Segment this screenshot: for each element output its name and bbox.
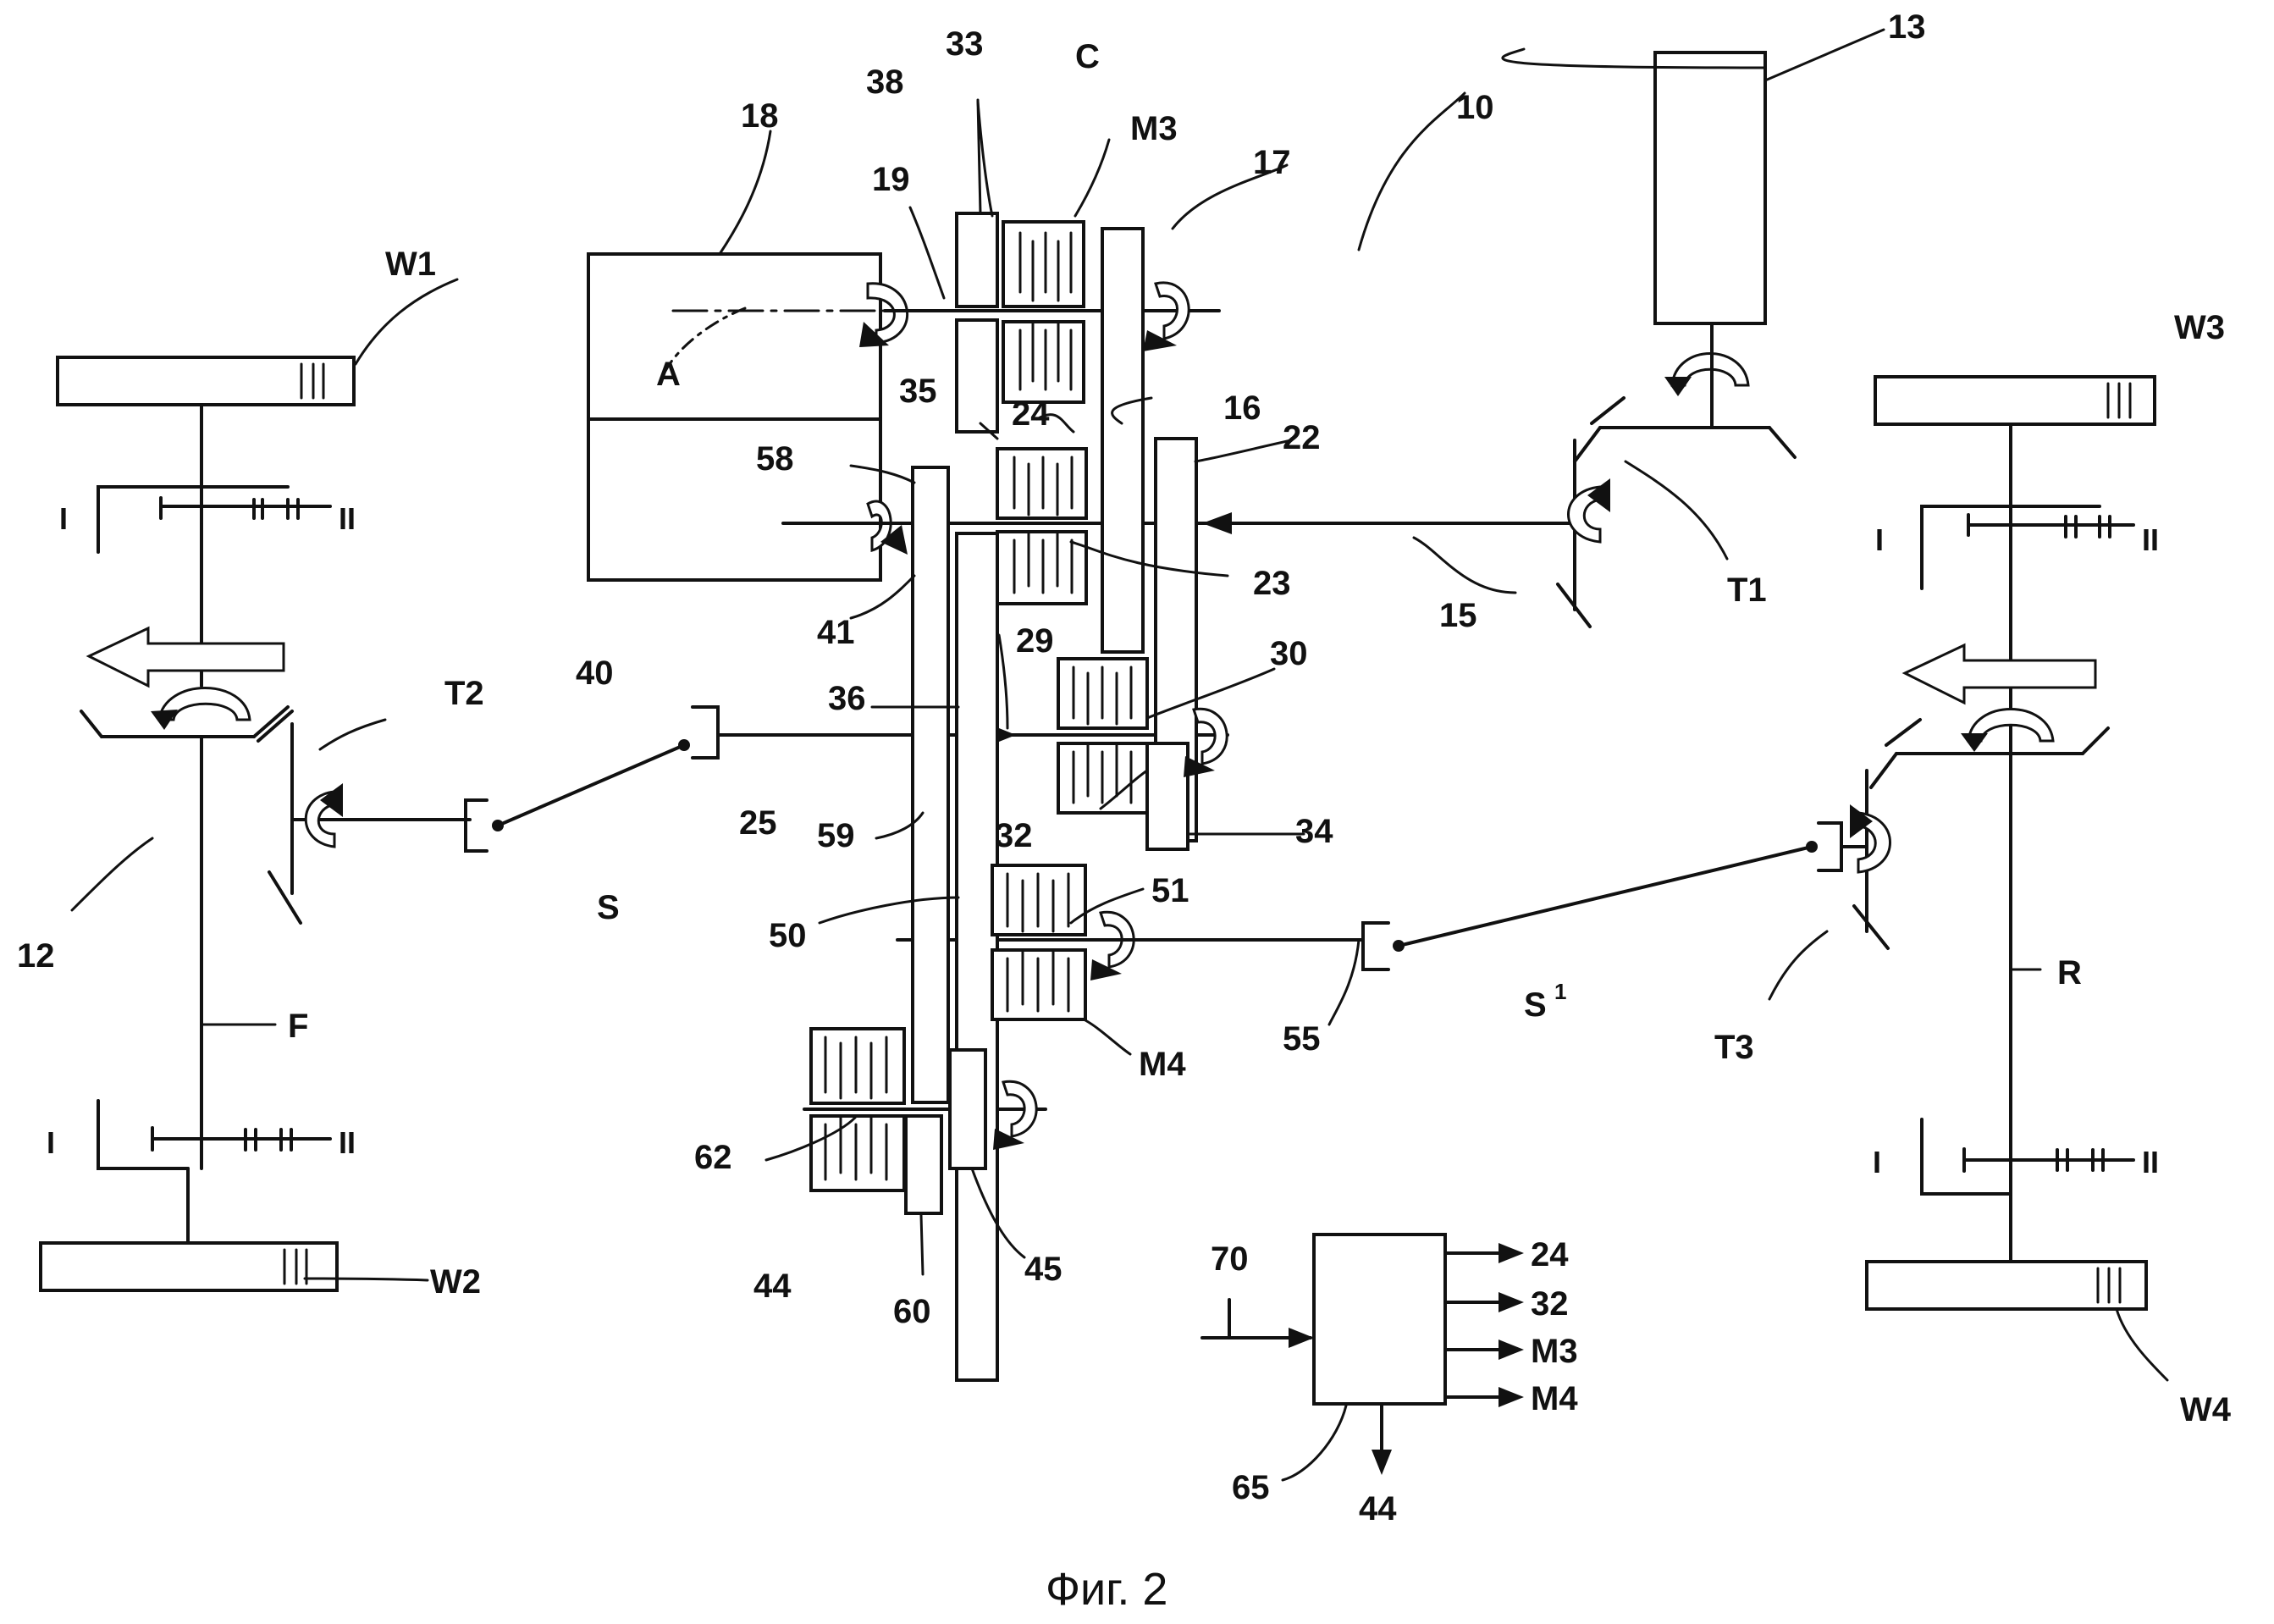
- gear-60: [904, 1114, 943, 1215]
- label-65: 65: [1232, 1469, 1270, 1506]
- label-41: 41: [817, 614, 855, 651]
- label-58: 58: [756, 440, 794, 478]
- label-f: F: [288, 1008, 308, 1045]
- motor-18-40: [587, 252, 882, 582]
- label-r: R: [2057, 954, 2082, 992]
- label-30: 30: [1270, 635, 1308, 672]
- front-upper-marker-two: II: [339, 501, 356, 536]
- engine-13: [1653, 51, 1767, 325]
- label-t3: T3: [1714, 1029, 1754, 1066]
- label-c: C: [1075, 38, 1100, 75]
- front-axle-rotation-arrow: [157, 687, 251, 721]
- label-w1: W1: [385, 246, 436, 283]
- front-lower-marker-one: I: [47, 1125, 55, 1160]
- label-33: 33: [946, 25, 984, 63]
- front-upper-marker-one: I: [59, 501, 68, 536]
- label-a: A: [656, 356, 681, 393]
- label-32a: 32: [995, 817, 1033, 854]
- rear-lower-marker-one: I: [1873, 1145, 1881, 1179]
- label-50: 50: [769, 917, 807, 954]
- label-29: 29: [1016, 622, 1054, 660]
- label-34: 34: [1295, 813, 1333, 850]
- label-13: 13: [1888, 8, 1926, 46]
- label-w3: W3: [2174, 309, 2225, 346]
- label-38: 38: [866, 64, 904, 101]
- label-t1: T1: [1727, 572, 1767, 609]
- front-direction-arrow: [86, 626, 285, 688]
- label-51: 51: [1151, 872, 1189, 909]
- label-t2: T2: [444, 675, 484, 712]
- label-16: 16: [1223, 389, 1261, 427]
- engine-assembly: [1556, 51, 1797, 628]
- label-24: 24: [1012, 395, 1050, 433]
- gear-17-16: [1101, 227, 1145, 654]
- label-40: 40: [576, 655, 614, 692]
- label-70: 70: [1211, 1240, 1249, 1278]
- gear-45: [948, 1048, 987, 1170]
- controller-65: [1200, 1233, 1524, 1482]
- leader-lines: [70, 28, 2169, 1382]
- label-19: 19: [872, 161, 910, 198]
- label-w4: W4: [2180, 1391, 2232, 1428]
- controller-output-24: 24: [1531, 1236, 1569, 1273]
- rear-lower-marker-two: II: [2142, 1145, 2159, 1179]
- label-m3: M3: [1130, 110, 1178, 147]
- controller-box: [1312, 1233, 1447, 1406]
- label-59: 59: [817, 817, 855, 854]
- reference-labels: 10 13 15 16 17 18 19 22 23 24 25 29 30 3…: [17, 8, 2232, 1615]
- rear-direction-arrow: [1901, 643, 2097, 705]
- figure-caption: Фиг. 2: [1046, 1564, 1167, 1615]
- gear-58-59: [911, 466, 950, 1104]
- wheel-w4: [1865, 1260, 2148, 1311]
- label-s1: S: [1524, 986, 1547, 1024]
- label-s1-superscript: 1: [1554, 979, 1566, 1004]
- label-55: 55: [1283, 1020, 1321, 1058]
- label-60: 60: [893, 1293, 931, 1330]
- label-35: 35: [899, 373, 937, 410]
- controller-output-m3: M3: [1531, 1333, 1578, 1370]
- motor-block: [587, 252, 963, 582]
- label-45: 45: [1024, 1251, 1062, 1288]
- front-lower-marker-two: II: [339, 1125, 356, 1160]
- label-15: 15: [1439, 597, 1477, 634]
- label-17: 17: [1253, 144, 1291, 181]
- gear-34: [1145, 742, 1189, 851]
- central-gearbox: [781, 212, 1843, 1382]
- label-23: 23: [1253, 565, 1291, 602]
- label-m4: M4: [1139, 1046, 1186, 1083]
- label-w2: W2: [430, 1263, 481, 1301]
- wheel-w2: [39, 1241, 339, 1292]
- wheel-w1: [56, 356, 356, 406]
- label-s: S: [597, 889, 620, 926]
- wheel-w3: [1874, 375, 2156, 426]
- rear-upper-marker-two: II: [2142, 522, 2159, 557]
- label-36: 36: [828, 680, 866, 717]
- label-10: 10: [1456, 89, 1494, 126]
- controller-output-m4: M4: [1531, 1380, 1578, 1417]
- controller-output-32: 32: [1531, 1285, 1569, 1323]
- rear-axle-assembly: I II I II: [1840, 375, 2159, 1311]
- gear-35: [955, 318, 999, 434]
- controller-output-44: 44: [1359, 1490, 1397, 1527]
- label-18: 18: [741, 97, 779, 135]
- label-22: 22: [1283, 419, 1321, 456]
- rear-upper-marker-one: I: [1875, 522, 1884, 557]
- label-62: 62: [694, 1139, 732, 1176]
- gear-38: [955, 212, 999, 308]
- label-12: 12: [17, 937, 55, 975]
- label-44: 44: [753, 1268, 792, 1305]
- label-25: 25: [739, 804, 777, 842]
